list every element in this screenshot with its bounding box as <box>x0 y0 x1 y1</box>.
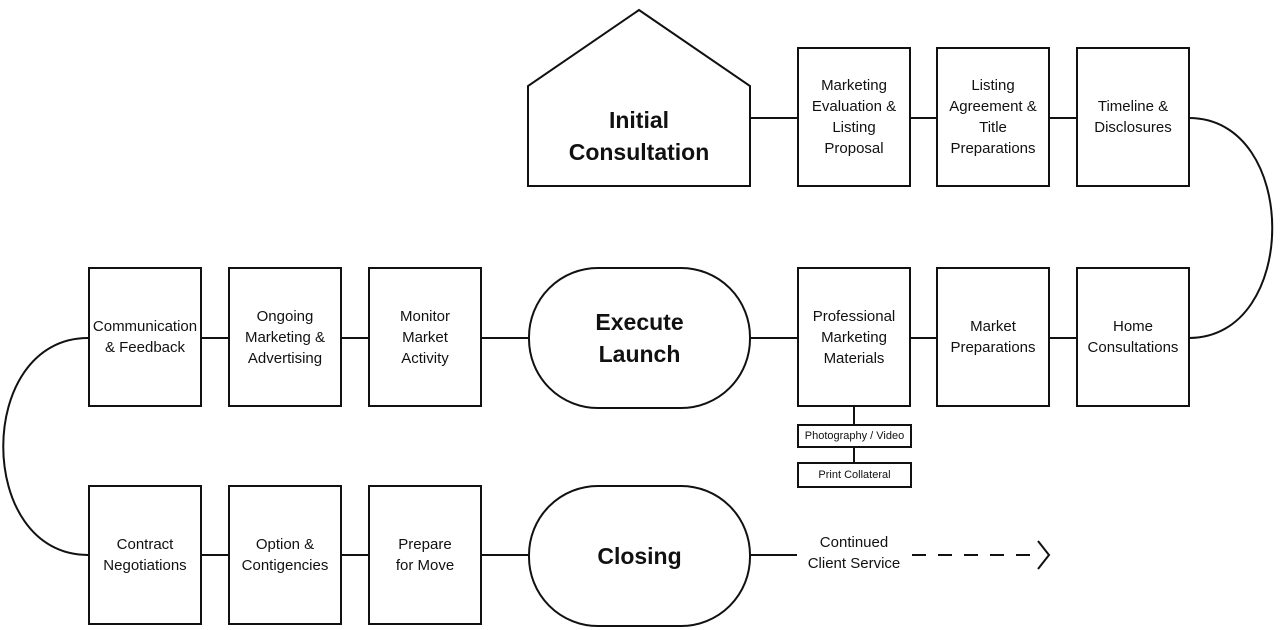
start-node-initial-consultation: Initial Consultation <box>568 107 710 165</box>
sub-item-print-collateral: Print Collateral <box>797 462 912 488</box>
house-shape <box>527 8 751 187</box>
step-ongoing-marketing: Ongoing Marketing & Advertising <box>228 267 342 407</box>
step-home-consultations: Home Consultations <box>1076 267 1190 407</box>
step-monitor-market-activity: Monitor Market Activity <box>368 267 482 407</box>
milestone-closing: Closing <box>528 485 751 627</box>
step-marketing-evaluation: Marketing Evaluation & Listing Proposal <box>797 47 911 187</box>
step-option-contigencies: Option & Contigencies <box>228 485 342 625</box>
step-contract-negotiations: Contract Negotiations <box>88 485 202 625</box>
step-prepare-for-move: Prepare for Move <box>368 485 482 625</box>
continued-client-service-label: Continued Client Service <box>807 534 901 572</box>
milestone-execute-launch: Execute Launch <box>528 267 751 409</box>
step-communication-feedback: Communication & Feedback <box>88 267 202 407</box>
step-market-preparations: Market Preparations <box>936 267 1050 407</box>
step-timeline-disclosures: Timeline & Disclosures <box>1076 47 1190 187</box>
sub-item-photography-video: Photography / Video <box>797 424 912 448</box>
step-professional-marketing-materials: Professional Marketing Materials <box>797 267 911 407</box>
step-listing-agreement: Listing Agreement & Title Preparations <box>936 47 1050 187</box>
